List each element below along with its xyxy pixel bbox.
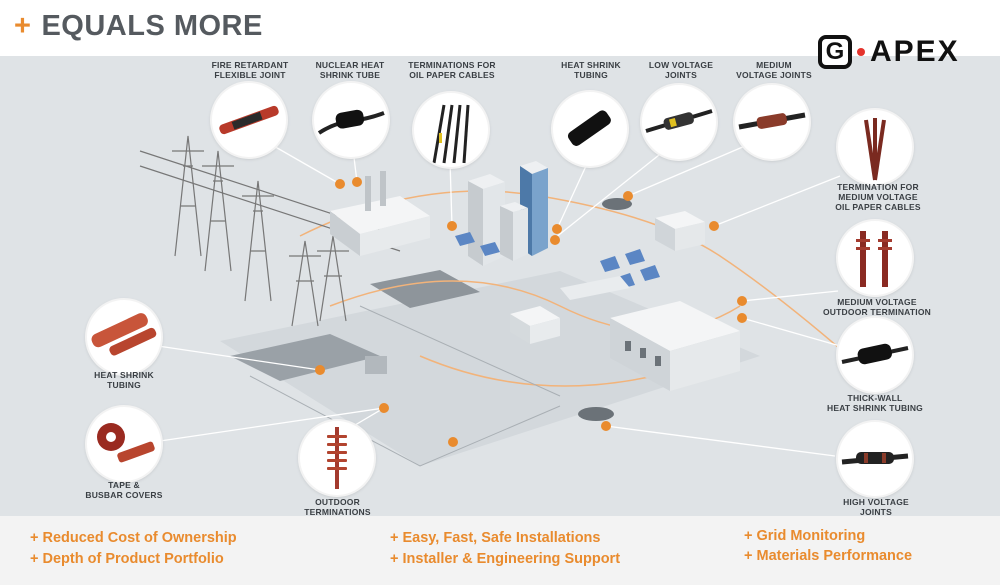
title-plus: + <box>14 10 32 42</box>
benefit-item: + Depth of Product Portfolio <box>30 551 224 567</box>
title-text: EQUALS MORE <box>41 10 263 42</box>
cable-vault-2 <box>578 407 614 421</box>
thick-wall-tubing-callout[interactable] <box>838 318 912 392</box>
callout-connectors <box>157 140 841 457</box>
product-label: HEAT SHRINK TUBING <box>94 370 154 390</box>
red-tubing-icon <box>91 313 157 356</box>
kiosk <box>655 211 705 251</box>
factory-building <box>330 171 430 256</box>
tubing-icon <box>567 110 611 146</box>
data-center <box>510 306 560 344</box>
substation-pad <box>230 334 380 381</box>
product-label: TAPE & BUSBAR COVERS <box>85 480 163 500</box>
switchgear-building <box>610 301 740 391</box>
cable-termination-icon <box>432 104 470 164</box>
transformer <box>365 356 387 374</box>
heat-shrink-tubing-callout[interactable] <box>553 92 627 166</box>
product-label: OUTDOOR TERMINATIONS <box>304 497 371 516</box>
cable-vault <box>602 198 632 210</box>
fire-retardant-joint-callout[interactable] <box>212 83 286 157</box>
benefit-item: + Installer & Engineering Support <box>390 551 621 567</box>
tape-busbar-covers-callout[interactable] <box>87 407 161 481</box>
lv-joint-icon <box>645 109 713 133</box>
product-label: TERMINATIONS FOR OIL PAPER CABLES <box>408 60 496 80</box>
equipment-pad <box>370 270 480 308</box>
benefits-footer: + Reduced Cost of Ownership + Depth of P… <box>0 516 1000 585</box>
product-label: TERMINATION FOR MEDIUM VOLTAGE OIL PAPER… <box>835 182 921 212</box>
medium-voltage-joints-callout[interactable] <box>735 85 809 159</box>
train <box>560 276 630 300</box>
tape-roll-icon <box>97 423 155 463</box>
infrastructure-illustration: FIRE RETARDANT FLEXIBLE JOINT NUCLEAR HE… <box>0 56 1000 516</box>
location-markers <box>315 177 747 447</box>
low-voltage-joints-callout[interactable] <box>642 85 716 159</box>
benefit-item: + Reduced Cost of Ownership <box>30 530 237 546</box>
mv-oil-termination-icon <box>864 118 886 181</box>
power-line-route <box>299 190 861 367</box>
logo-dot <box>857 48 865 56</box>
mv-outdoor-termination-callout[interactable] <box>838 221 912 295</box>
grid-scene <box>139 135 861 467</box>
product-label: THICK-WALL HEAT SHRINK TUBING <box>827 393 923 413</box>
product-label: NUCLEAR HEAT SHRINK TUBE <box>315 60 385 80</box>
page-title: + EQUALS MORE <box>14 10 263 43</box>
product-label: MEDIUM VOLTAGE OUTDOOR TERMINATION <box>823 297 931 317</box>
benefit-item: + Easy, Fast, Safe Installations <box>390 530 601 546</box>
benefit-item: + Grid Monitoring <box>744 528 866 544</box>
product-label: MEDIUM VOLTAGE JOINTS <box>736 60 812 80</box>
oil-paper-terminations-callout[interactable] <box>414 93 488 167</box>
benefit-item: + Materials Performance <box>744 548 913 564</box>
mv-joint-icon <box>738 112 806 130</box>
mv-oil-paper-termination-callout[interactable] <box>838 110 912 184</box>
shrink-tube-icon <box>317 109 385 135</box>
nuclear-shrink-tube-callout[interactable] <box>314 83 388 157</box>
flexible-joint-icon <box>219 105 279 135</box>
city-buildings <box>468 161 548 266</box>
product-label: LOW VOLTAGE JOINTS <box>648 60 714 80</box>
thick-wall-tubing-icon <box>841 343 909 365</box>
fence <box>249 305 561 467</box>
product-label: HIGH VOLTAGE JOINTS <box>843 497 909 516</box>
outdoor-termination-icon <box>856 231 892 287</box>
brand-logo: G APEX <box>818 32 960 72</box>
product-label: FIRE RETARDANT FLEXIBLE JOINT <box>211 60 289 80</box>
red-heat-shrink-tubing-callout[interactable] <box>87 300 161 374</box>
outdoor-terminations-callout[interactable] <box>300 421 374 495</box>
product-label: HEAT SHRINK TUBING <box>561 60 621 80</box>
insulator-icon <box>327 427 347 489</box>
hv-joint-icon <box>841 452 909 465</box>
logo-mark: G <box>818 35 852 69</box>
high-voltage-joints-callout[interactable] <box>838 422 912 496</box>
logo-word: APEX <box>870 35 960 68</box>
header: + EQUALS MORE <box>0 0 1000 56</box>
